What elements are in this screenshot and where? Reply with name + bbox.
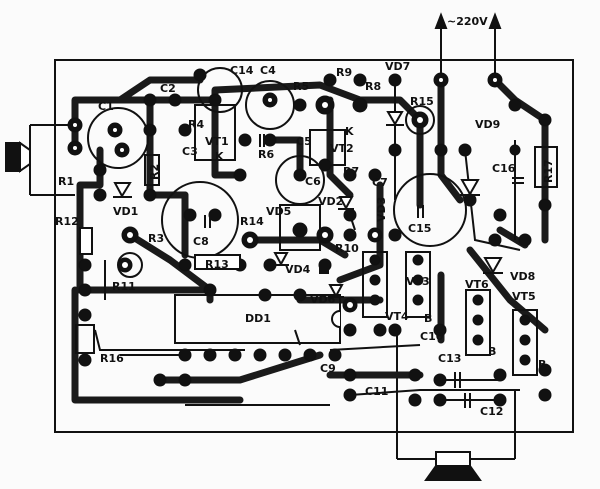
- label-k2: K: [345, 125, 354, 138]
- label-b2: B: [488, 345, 496, 358]
- label-vd7: VD7: [385, 60, 410, 73]
- label-c9: C9: [320, 362, 336, 375]
- dd1-chip-outline: [174, 294, 341, 344]
- label-vt4: VT4: [385, 310, 409, 323]
- label-r13: R13: [205, 258, 229, 271]
- pad-holes: [73, 78, 497, 308]
- label-r1: R1: [58, 175, 74, 188]
- label-dd1: DD1: [245, 312, 271, 325]
- label-c4: C4: [260, 64, 276, 77]
- label-c10: C10: [420, 330, 444, 343]
- label-r9: R9: [336, 66, 352, 79]
- label-c3: C3: [182, 145, 198, 158]
- label-vd1: VD1: [113, 205, 138, 218]
- label-c2: C2: [160, 82, 176, 95]
- label-vd3: VD3: [375, 197, 388, 222]
- label-vd4: VD4: [285, 263, 311, 276]
- label-r7: R7: [343, 165, 359, 178]
- speaker-symbol: [396, 330, 516, 481]
- label-vd6: VD6: [310, 293, 336, 306]
- label-c5: C5: [296, 135, 312, 148]
- board-outline: [54, 59, 574, 433]
- label-r15: R15: [410, 95, 434, 108]
- label-c14: C14: [230, 64, 254, 77]
- label-c16: C16: [492, 162, 516, 175]
- label-vd9: VD9: [475, 118, 500, 131]
- label-vt2: VT2: [330, 142, 354, 155]
- label-vd2: VD2: [318, 195, 343, 208]
- label-r10: R10: [335, 242, 359, 255]
- label-c15: C15: [408, 222, 431, 235]
- label-r2: R2: [148, 164, 161, 180]
- small-capacitors: [79, 134, 524, 408]
- label-r12: R12: [55, 215, 79, 228]
- supply-label: ~220V: [447, 15, 488, 28]
- label-c6: C6: [305, 175, 321, 188]
- label-r16: R16: [100, 352, 124, 365]
- ac-input-arrows: [434, 12, 502, 75]
- label-r14: R14: [240, 215, 264, 228]
- label-c1: C1: [98, 100, 114, 113]
- label-vd8: VD8: [510, 270, 535, 283]
- label-c11: C11: [365, 385, 388, 398]
- label-k1: K: [215, 150, 224, 163]
- label-c8: C8: [193, 235, 209, 248]
- label-r5: R5: [293, 80, 309, 93]
- label-r17: R17: [542, 159, 555, 183]
- label-vt5: VT5: [512, 290, 536, 303]
- label-c12: C12: [480, 405, 503, 418]
- label-r8: R8: [365, 80, 381, 93]
- label-vt6: VT6: [465, 278, 489, 291]
- label-vt1: VT1: [205, 135, 229, 148]
- label-vd5: VD5: [266, 205, 291, 218]
- label-b1: B: [424, 312, 432, 325]
- label-r3: R3: [148, 232, 164, 245]
- label-r4: R4: [188, 118, 204, 131]
- label-c13: C13: [438, 352, 461, 365]
- label-c7: C7: [372, 176, 388, 189]
- label-b3: B: [538, 358, 546, 371]
- label-r11: R11: [112, 280, 136, 293]
- label-vt3: VT3: [406, 275, 430, 288]
- label-r6: R6: [258, 148, 274, 161]
- component-outlines: [75, 104, 558, 376]
- diode-symbols: [113, 111, 503, 299]
